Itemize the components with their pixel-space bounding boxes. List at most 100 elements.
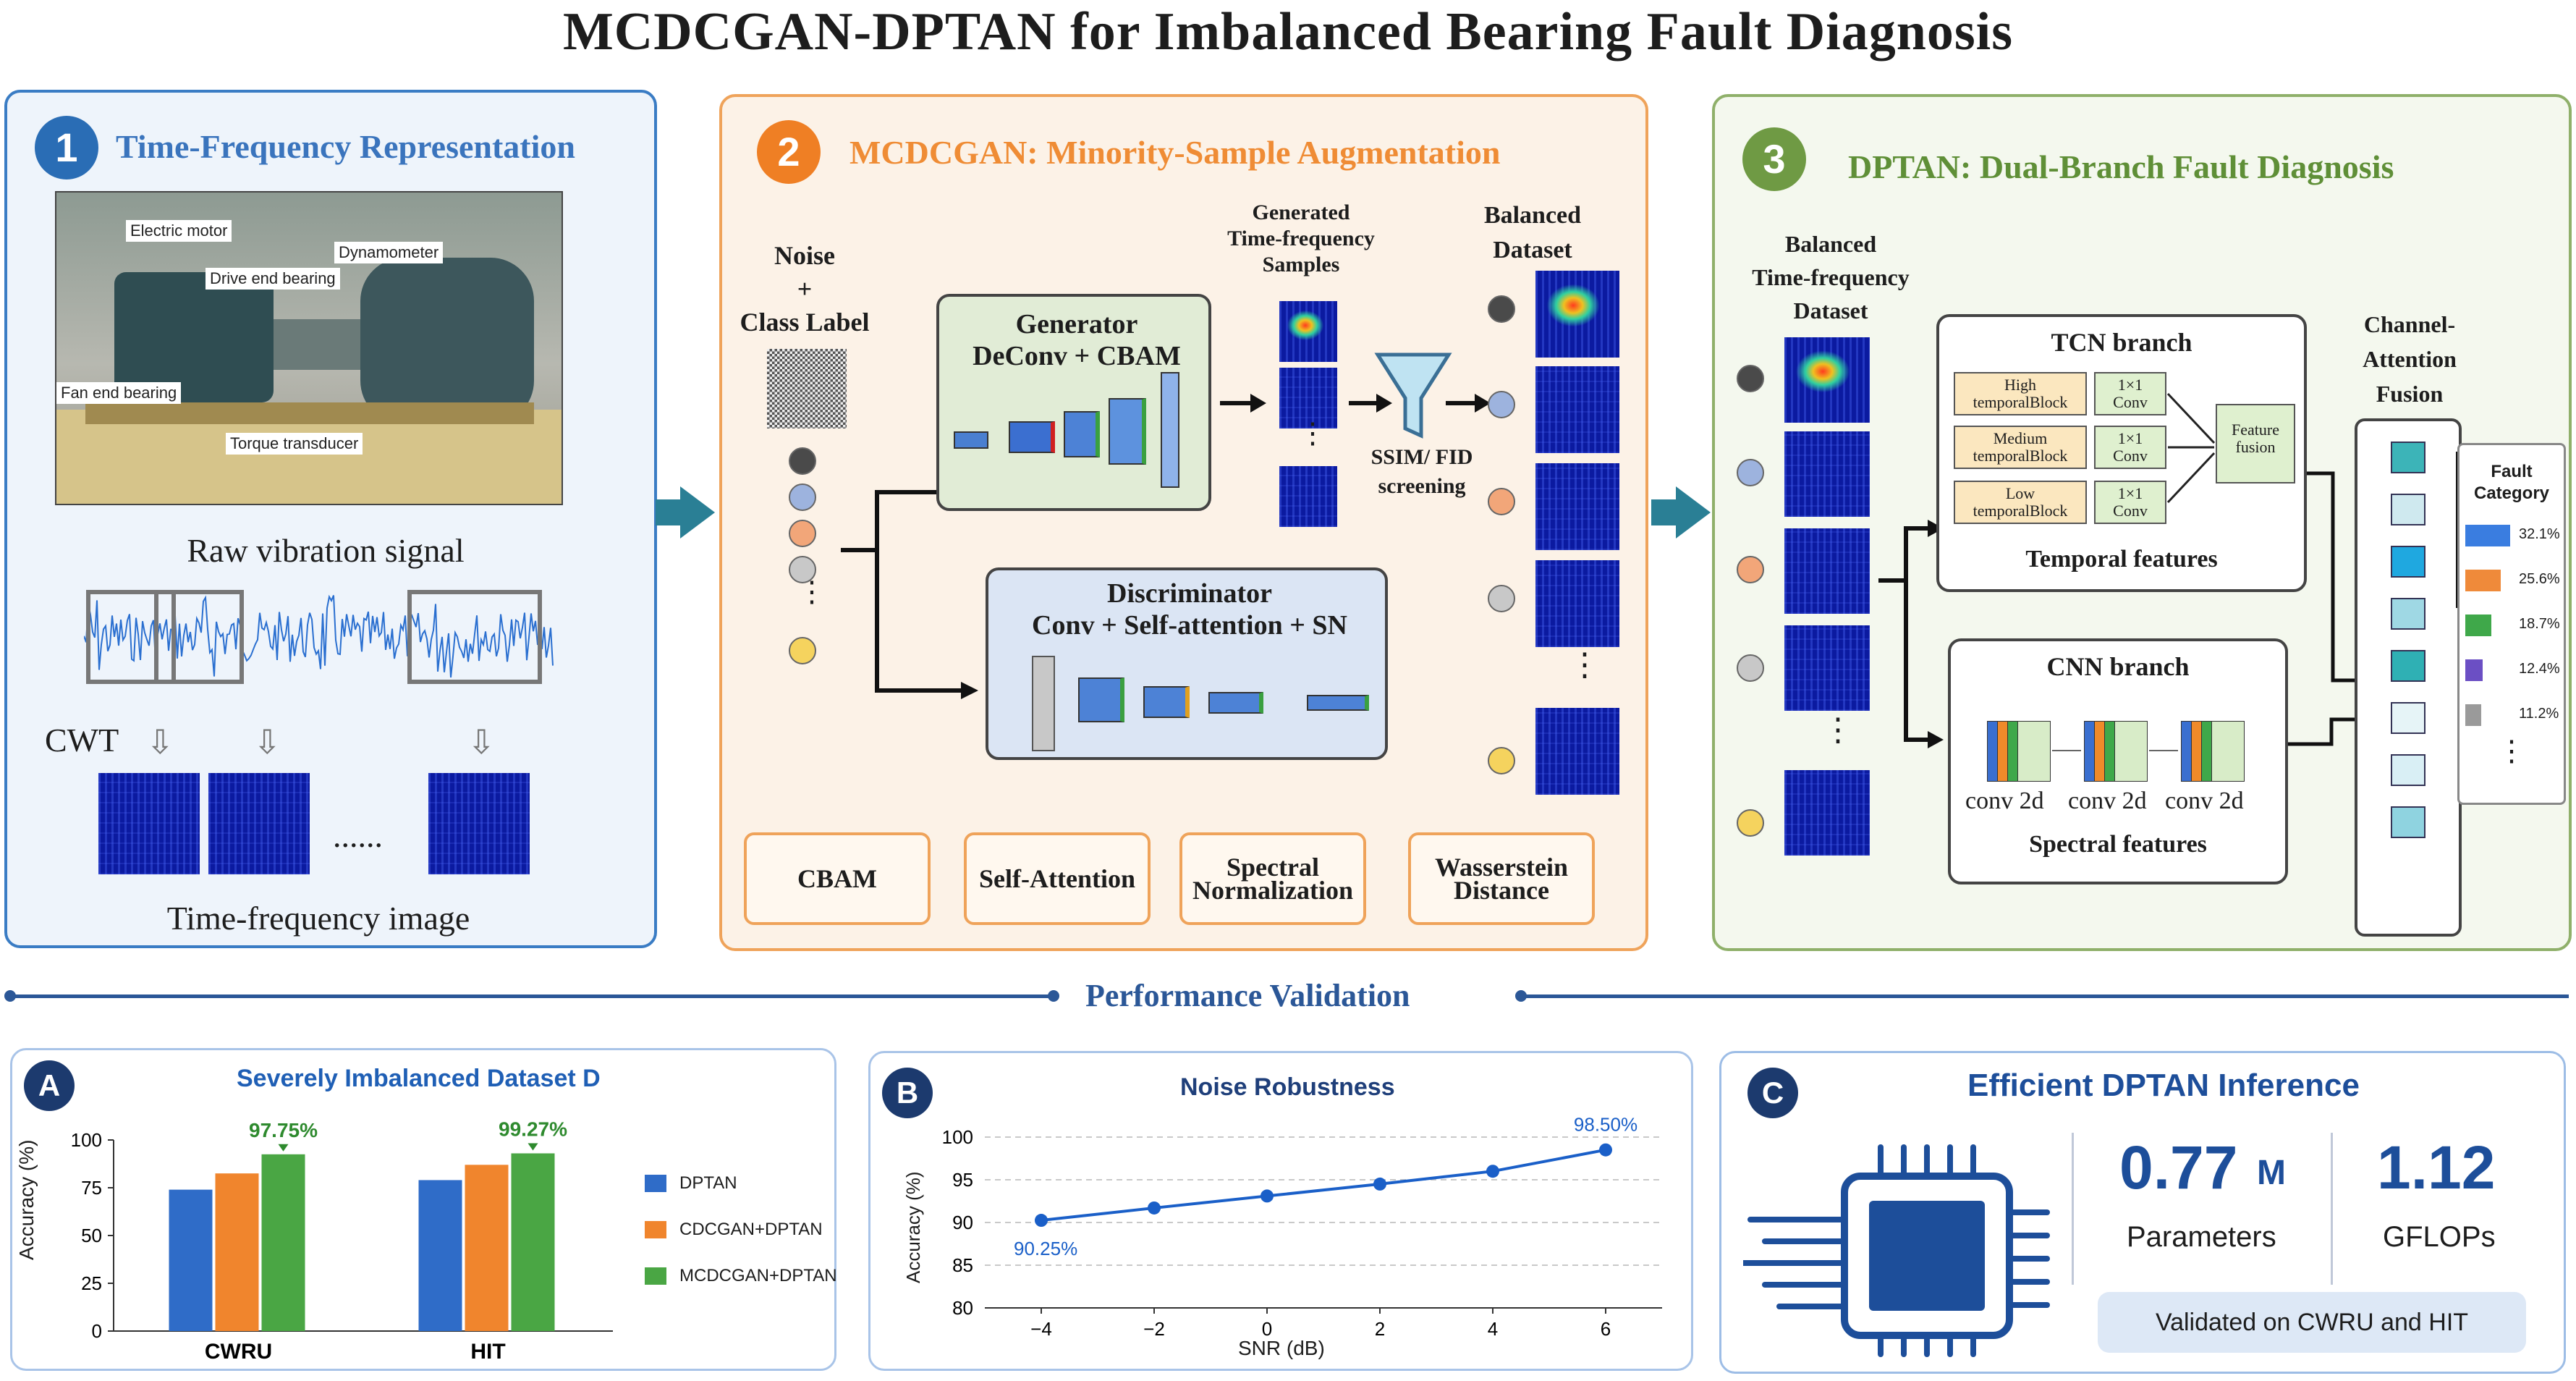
channel-square — [2391, 494, 2425, 525]
chart-a-title: Severely Imbalanced Dataset D — [237, 1065, 601, 1092]
class-dot — [1737, 654, 1764, 682]
flow-arrow-shaft — [656, 499, 682, 525]
channel-square — [2391, 442, 2425, 473]
arrow-icon — [1250, 394, 1266, 413]
legend-swatch — [645, 1175, 666, 1192]
bar — [511, 1153, 555, 1331]
layer-block — [1208, 692, 1263, 714]
divider-dot — [4, 990, 16, 1002]
divider-line-left — [10, 994, 1049, 998]
down-arrow-icon: ⇩ — [146, 724, 174, 761]
data-label: 99.27% — [499, 1118, 567, 1140]
filter-funnel-icon — [1374, 352, 1452, 439]
vibration-waveform — [84, 590, 554, 684]
y-tick-label: 95 — [952, 1169, 973, 1191]
down-arrow-icon: ⇩ — [253, 724, 281, 761]
bar — [465, 1165, 509, 1331]
y-tick-label: 80 — [952, 1297, 973, 1319]
x-tick-label: CWRU — [205, 1340, 272, 1364]
class-dot — [1737, 809, 1764, 837]
data-point — [1148, 1201, 1161, 1215]
cnn-title: CNN branch — [2046, 652, 2190, 681]
chart-b-xlabel: SNR (dB) — [1238, 1337, 1325, 1359]
x-tick-label: −4 — [1030, 1318, 1052, 1340]
data-point — [1599, 1143, 1612, 1157]
dataset-tf-sample — [1784, 431, 1870, 517]
vertical-ellipsis: ⋮ — [1569, 647, 1601, 683]
y-tick-label: 75 — [81, 1177, 102, 1199]
balanced-tf-sample — [1535, 271, 1619, 358]
class-dot — [789, 447, 816, 475]
legend-label: CDCGAN+DPTAN — [679, 1220, 823, 1239]
panel-b-line-chart: B Noise Robustness Accuracy (%) SNR (dB)… — [868, 1051, 1693, 1371]
class-dot — [789, 483, 816, 511]
dataset-tf-sample — [1784, 625, 1870, 711]
class-dot — [789, 556, 816, 583]
x-tick-label: −2 — [1143, 1318, 1165, 1340]
layer-block — [1109, 398, 1146, 465]
layer-block — [1032, 656, 1055, 751]
generated-tf-sample — [1279, 368, 1337, 428]
cnn-branch-box: CNN branch conv 2d conv 2d conv 2d Spect… — [1948, 638, 2288, 884]
y-tick-label: 50 — [81, 1225, 102, 1246]
channel-square — [2391, 598, 2425, 630]
flow-arrow-icon — [1676, 486, 1711, 539]
channel-square — [2391, 754, 2425, 786]
noise-class-label: Noise+Class Label — [740, 241, 870, 337]
step-number-1: 1 — [35, 116, 98, 180]
chart-b-title: Noise Robustness — [1180, 1073, 1395, 1101]
legend-label: MCDCGAN+DPTAN — [679, 1266, 837, 1285]
tcn-title: TCN branch — [2051, 328, 2192, 357]
vertical-ellipsis: ⋮ — [1298, 417, 1327, 449]
step-number-2: 2 — [757, 120, 821, 184]
balanced-tf-sample — [1535, 708, 1619, 795]
bar — [169, 1189, 213, 1331]
bar — [215, 1173, 259, 1331]
arrow-shaft — [1349, 401, 1378, 405]
x-tick-label: HIT — [470, 1340, 505, 1364]
generator-subtitle: DeConv + CBAM — [973, 341, 1181, 371]
test-rig-photo: Electric motor Drive end bearing Dynamom… — [55, 191, 563, 505]
data-label: 98.50% — [1574, 1114, 1637, 1136]
page-title: MCDCGAN-DPTAN for Imbalanced Bearing Fau… — [562, 2, 2014, 62]
layer-block — [954, 431, 988, 449]
layer-block — [1078, 677, 1124, 722]
class-dot — [1488, 585, 1515, 612]
component-self-attention: Self-Attention — [964, 832, 1151, 925]
dataset-tf-sample — [1784, 528, 1870, 614]
x-tick-label: 2 — [1375, 1318, 1385, 1340]
badge-c: C — [1747, 1068, 1798, 1118]
fault-bar — [2465, 659, 2483, 681]
class-dot — [789, 520, 816, 547]
class-dot — [1488, 488, 1515, 515]
generated-tf-sample — [1279, 301, 1337, 362]
panel-c-inference: C Efficient DPTAN Inference 0.77 M Param… — [1719, 1051, 2566, 1374]
y-tick-label: 90 — [952, 1212, 973, 1233]
separator — [2072, 1133, 2074, 1285]
performance-validation-label: Performance Validation — [1085, 978, 1410, 1013]
conv2d-label: conv 2d — [2068, 787, 2147, 814]
badge-a: A — [24, 1060, 75, 1111]
spectral-features-label: Spectral features — [2029, 831, 2207, 858]
layer-block — [1009, 421, 1055, 453]
fault-value: 25.6% — [2519, 571, 2560, 587]
layer-block — [1161, 372, 1179, 488]
fault-value: 18.7% — [2519, 616, 2560, 632]
y-tick-label: 85 — [952, 1254, 973, 1276]
noise-image — [767, 349, 847, 428]
divider-dot — [1048, 990, 1059, 1002]
annotation-marker — [528, 1143, 538, 1151]
y-tick-label: 100 — [942, 1126, 973, 1148]
fault-value: 12.4% — [2519, 661, 2560, 677]
fault-bar — [2465, 525, 2510, 546]
series-line — [1041, 1148, 1606, 1222]
